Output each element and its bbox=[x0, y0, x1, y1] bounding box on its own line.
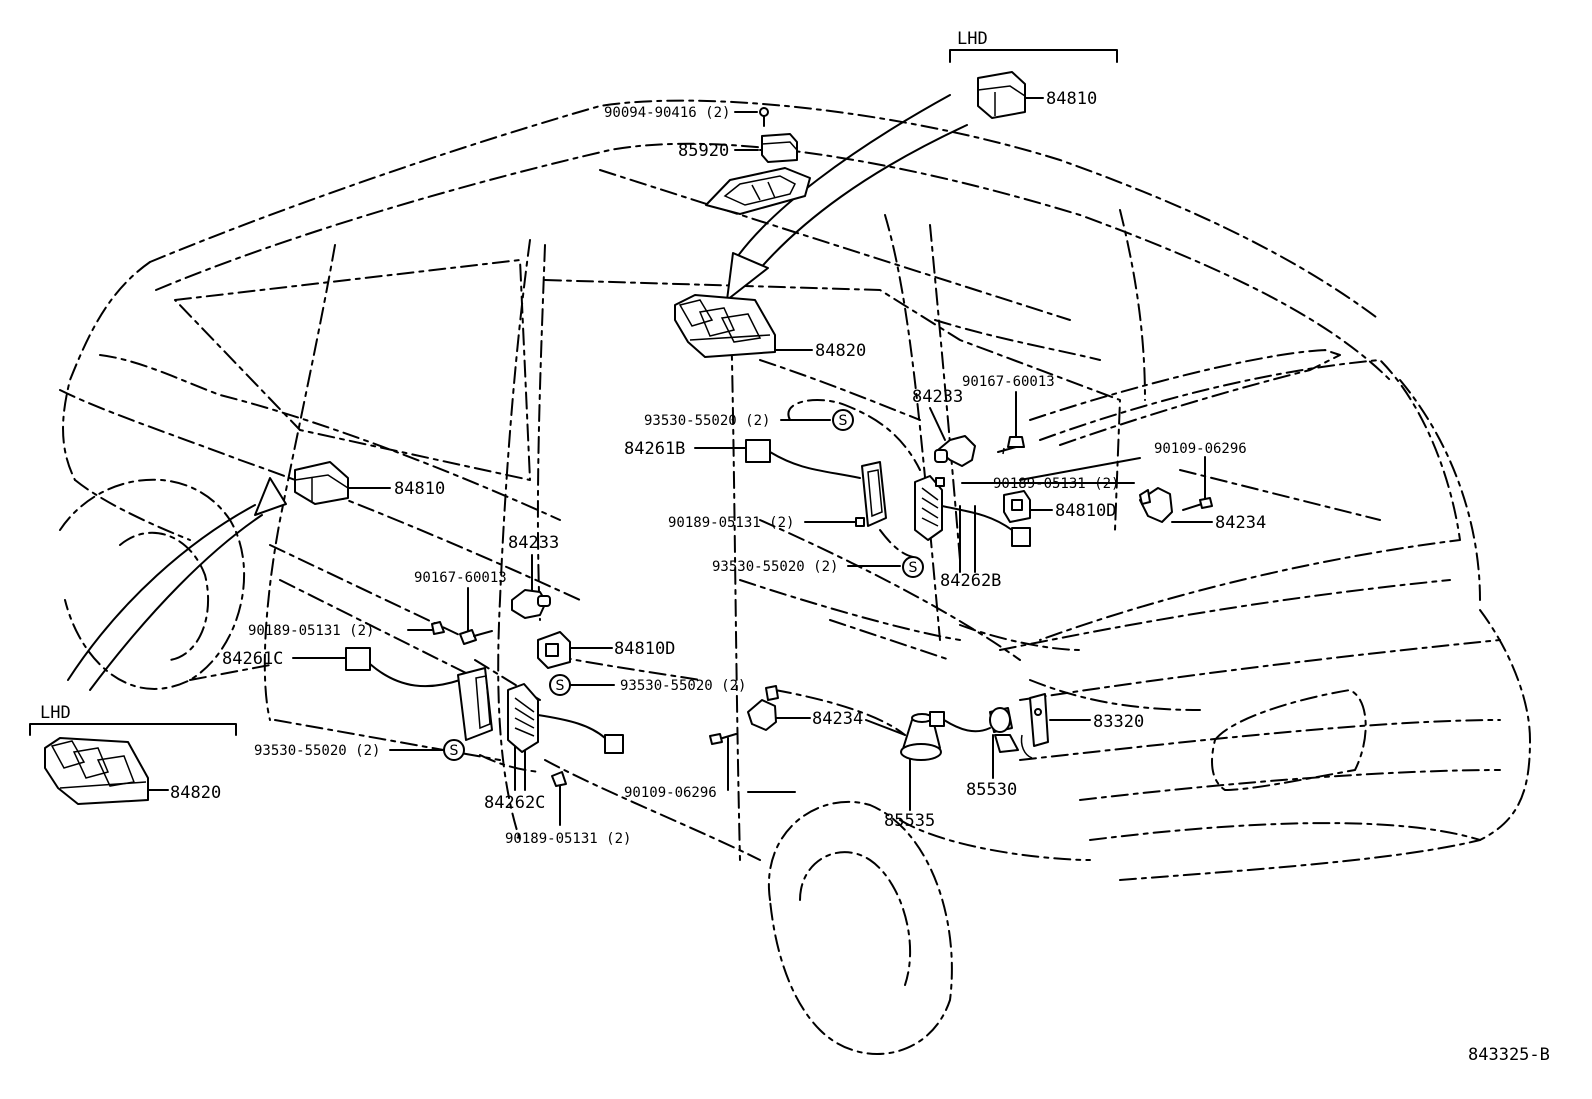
label-84820-center: 84820 bbox=[815, 341, 866, 361]
s-marker-text-r1: S bbox=[839, 413, 848, 429]
label-84233-right: 84233 bbox=[912, 387, 963, 407]
part-90167-left-bolt-shape bbox=[459, 629, 493, 645]
label-90189-05131-l1: 90189-05131 (2) bbox=[248, 623, 374, 639]
part-85530-shape bbox=[929, 707, 1019, 753]
label-84262C: 84262C bbox=[484, 793, 545, 813]
s-symbols: S S S S bbox=[450, 413, 918, 759]
label-90189-05131-l2: 90189-05131 (2) bbox=[505, 831, 631, 847]
label-84810D-right: 84810D bbox=[1055, 501, 1116, 521]
part-console-bezel-shape bbox=[705, 167, 811, 215]
part-84820-left-shape bbox=[44, 737, 149, 805]
part-84810D-left-shape bbox=[537, 631, 571, 669]
part-84810D-right-shape bbox=[1003, 490, 1031, 523]
label-90167-60013-right: 90167-60013 bbox=[962, 374, 1055, 390]
part-84820-center-shape bbox=[674, 294, 776, 358]
part-84234-right-shape bbox=[1139, 487, 1213, 523]
label-84810-top: 84810 bbox=[1046, 89, 1097, 109]
part-84233-right-shape bbox=[934, 435, 976, 467]
vehicle-outline bbox=[59, 99, 1531, 1055]
label-85530: 85530 bbox=[966, 780, 1017, 800]
part-90189-left-clip2-shape bbox=[551, 771, 567, 787]
part-84810-left-shape bbox=[294, 461, 349, 505]
label-84233-left: 84233 bbox=[508, 533, 559, 553]
part-connector-plate-left-shape bbox=[457, 667, 493, 741]
part-84262B-shape bbox=[914, 475, 1031, 547]
label-90109-06296-right: 90109-06296 bbox=[1154, 441, 1247, 457]
label-85920: 85920 bbox=[678, 141, 729, 161]
label-83320: 83320 bbox=[1093, 712, 1144, 732]
part-85920-shape bbox=[761, 133, 798, 163]
label-93530-55020-l1: 93530-55020 (2) bbox=[620, 678, 746, 694]
s-marker-text-l1: S bbox=[556, 678, 565, 694]
label-90094-90416: 90094-90416 (2) bbox=[604, 105, 730, 121]
part-84261B-shape bbox=[745, 439, 861, 479]
label-93530-55020-l2: 93530-55020 (2) bbox=[254, 743, 380, 759]
label-84810D-left: 84810D bbox=[614, 639, 675, 659]
s-marker-left-2 bbox=[443, 739, 465, 761]
lhd-label-bottom: LHD bbox=[40, 703, 71, 723]
label-90189-05131-r2: 90189-05131 (2) bbox=[668, 515, 794, 531]
label-84261C: 84261C bbox=[222, 649, 283, 669]
part-90167-right-bolt-shape bbox=[997, 436, 1025, 455]
label-85535: 85535 bbox=[884, 811, 935, 831]
labels: LHD LHD 84810 90094-90416 (2) 85920 8482… bbox=[40, 29, 1550, 1065]
part-84262C-shape bbox=[507, 683, 624, 754]
part-90189-left-clip-shape bbox=[431, 621, 445, 635]
label-90109-06296-mid: 90109-06296 bbox=[624, 785, 717, 801]
part-83320-shape bbox=[1020, 693, 1049, 759]
part-connector-plate-right-shape bbox=[861, 461, 887, 527]
part-90189-right-clip-shape bbox=[935, 477, 945, 487]
label-84234-mid: 84234 bbox=[812, 709, 863, 729]
part-84261C-shape bbox=[345, 647, 461, 688]
label-84262B: 84262B bbox=[940, 571, 1001, 591]
part-90189-right-clip2-shape bbox=[855, 517, 865, 527]
s-marker-text-r2: S bbox=[909, 560, 918, 576]
part-84234-mid-shape bbox=[709, 685, 779, 745]
label-84261B: 84261B bbox=[624, 439, 685, 459]
diagram-code: 843325-B bbox=[1468, 1045, 1550, 1065]
label-90189-05131-r1: 90189-05131 (2) bbox=[993, 476, 1119, 492]
s-marker-right-1 bbox=[832, 409, 854, 431]
label-93530-55020-r1: 93530-55020 (2) bbox=[644, 413, 770, 429]
label-84810-left: 84810 bbox=[394, 479, 445, 499]
s-marker-left-1 bbox=[549, 674, 571, 696]
label-90167-60013-left: 90167-60013 bbox=[414, 570, 507, 586]
s-marker-text-l2: S bbox=[450, 743, 459, 759]
parts bbox=[44, 71, 1213, 805]
part-90094-screw-shape bbox=[759, 107, 769, 127]
label-84234-right: 84234 bbox=[1215, 513, 1266, 533]
part-84810-top-shape bbox=[977, 71, 1026, 119]
part-84233-left-shape bbox=[511, 589, 551, 619]
label-93530-55020-r2: 93530-55020 (2) bbox=[712, 559, 838, 575]
lhd-label-top: LHD bbox=[957, 29, 988, 49]
label-84820-left: 84820 bbox=[170, 783, 221, 803]
